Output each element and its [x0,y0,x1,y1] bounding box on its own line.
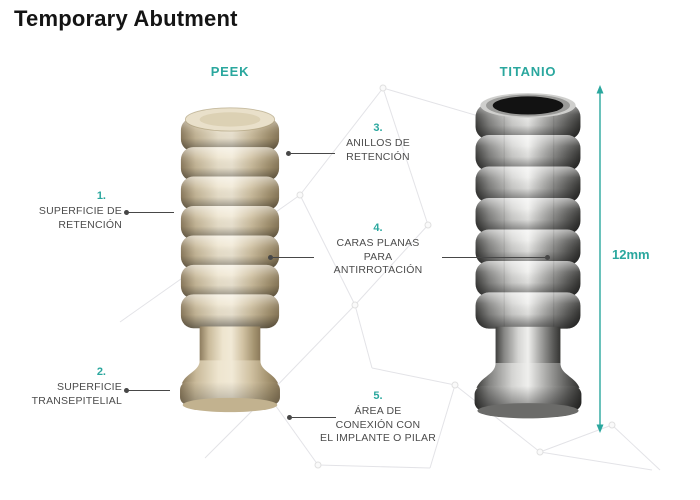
callout-anillos-retencion: 3. ANILLOS DE RETENCIÓN [330,122,426,164]
callout-3-dot [286,151,291,156]
callout-4-number: 4. [373,222,383,234]
callout-4-left-line [273,257,314,258]
callout-1-dot [124,210,129,215]
callout-1-label: SUPERFICIE DE RETENCIÓN [38,205,122,231]
callout-3-line [291,153,335,154]
callout-4-left-dot [268,255,273,260]
callout-2-number: 2. [96,366,106,378]
column-header-titanio: TITANIO [499,64,557,79]
measurement-label: 12mm [612,247,650,262]
column-header-peek: PEEK [210,64,250,79]
callout-3-number: 3. [373,122,383,134]
callout-5-label: ÁREA DE CONEXIÓN CON EL IMPLANTE O PILAR [319,405,437,445]
peek-abutment-illustration [172,88,288,445]
callout-1-line [128,212,174,213]
callout-superficie-transepitelial: 2. SUPERFICIE TRANSEPITELIAL [18,366,122,408]
callout-5-dot [287,415,292,420]
callout-5-number: 5. [373,390,383,402]
callout-4-right-dot [545,255,550,260]
callout-3-label: ANILLOS DE RETENCIÓN [346,137,410,163]
measurement-arrow [596,85,604,433]
callout-4-right-line [442,257,545,258]
callout-1-number: 1. [96,190,106,202]
callout-2-label: SUPERFICIE TRANSEPITELIAL [31,381,122,407]
callout-area-conexion: 5. ÁREA DE CONEXIÓN CON EL IMPLANTE O PI… [310,390,446,446]
titanio-abutment-illustration [466,84,590,441]
callout-2-dot [124,388,129,393]
callout-caras-planas: 4. CARAS PLANAS PARA ANTIRROTACIÓN [316,222,440,278]
callout-5-line [292,417,336,418]
page-title: Temporary Abutment [14,6,238,31]
callout-4-label: CARAS PLANAS PARA ANTIRROTACIÓN [333,237,423,277]
callout-superficie-retencion: 1. SUPERFICIE DE RETENCIÓN [18,190,122,232]
callout-2-line [128,390,170,391]
